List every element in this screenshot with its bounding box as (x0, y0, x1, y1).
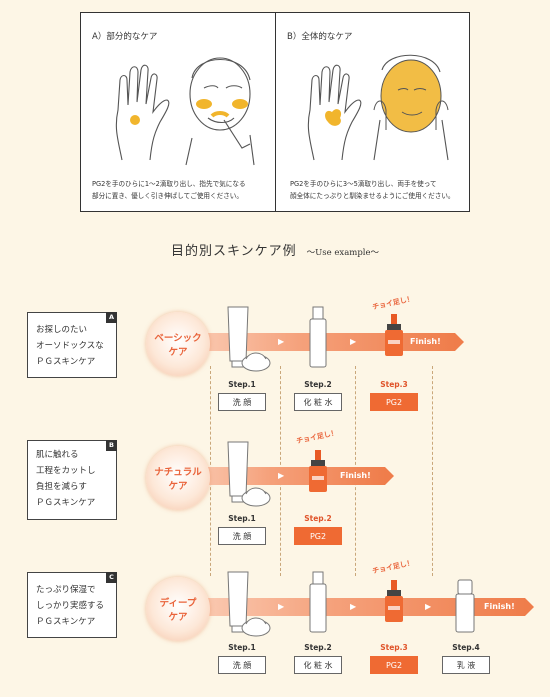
desc-line: 工程をカットし (36, 466, 96, 476)
panel-a-desc-line: PG2を手のひらに1〜2滴取り出し、指先で気になる (92, 180, 246, 188)
care-line: ケア (168, 347, 188, 358)
row-b-arrow-head (385, 467, 394, 485)
panel-b-desc-line: PG2を手のひらに3〜5滴取り出し、両手を使って (290, 180, 437, 188)
cleanser-product-icon (227, 306, 271, 372)
row-b-label-1: 洗 顔 (218, 527, 266, 545)
desc-line: 肌に触れる (36, 450, 79, 460)
row-b-label-2: PG2 (294, 527, 342, 545)
row-a-badge: A (106, 312, 117, 323)
row-c-step-2: Step.2 (304, 643, 332, 652)
row-b-choi-tag: チョイ足し！ (295, 428, 339, 446)
row-c-flow-bar (175, 598, 525, 616)
desc-line: ＰＧスキンケア (36, 357, 96, 367)
desc-line: しっかり実感する (36, 601, 105, 611)
desc-line: お探しのたい (36, 325, 88, 335)
row-c-arrow-head (525, 598, 534, 616)
row-b-care-circle (146, 446, 210, 510)
row-c-choi-tag: チョイ足し！ (371, 558, 415, 576)
chevron-icon: ▶ (278, 471, 285, 480)
row-c-label-3: PG2 (370, 656, 418, 674)
row-b-badge: B (106, 440, 117, 451)
row-c-label-4: 乳 液 (442, 656, 490, 674)
row-a-step-1: Step.1 (228, 380, 256, 389)
cleanser-product-icon (227, 441, 271, 507)
chevron-icon: ▶ (278, 337, 285, 346)
pg2-serum-icon (385, 580, 403, 622)
milk-lotion-bottle-icon (455, 579, 475, 633)
care-line: ナチュラル (154, 467, 202, 478)
care-line: ケア (168, 481, 188, 492)
row-a-arrow-head (455, 333, 464, 351)
lotion-bottle-icon (309, 571, 327, 633)
partial-care-illustration (115, 57, 255, 166)
use-example-heading: 目的別スキンケア例〜Use example〜 (0, 240, 550, 259)
row-b-flow-bar (175, 467, 385, 485)
panel-divider (275, 12, 276, 212)
row-a-finish: Finish! (410, 337, 441, 346)
care-line: ベーシック (154, 333, 202, 344)
row-b-description: 肌に触れる 工程をカットし 負担を減らす ＰＧスキンケア (27, 440, 117, 520)
desc-line: ＰＧスキンケア (36, 498, 96, 508)
row-a-label-1: 洗 顔 (218, 393, 266, 411)
row-c-label-2: 化 粧 水 (294, 656, 342, 674)
desc-line: オーソドックスな (36, 341, 104, 351)
heading-main: 目的別スキンケア例 (170, 244, 297, 259)
panel-a-title: A）部分的なケア (92, 32, 158, 42)
chevron-icon: ▶ (350, 602, 357, 611)
row-a-choi-tag: チョイ足し！ (371, 294, 415, 312)
row-c-step-3: Step.3 (380, 643, 408, 652)
panel-b-title: B）全体的なケア (287, 32, 353, 42)
row-a-care-label: ベーシック ケア (146, 332, 210, 360)
row-c-step-4: Step.4 (452, 643, 480, 652)
panel-b-description: PG2を手のひらに3〜5滴取り出し、両手を使って 顔全体にたっぷりと馴染ませるよ… (290, 178, 460, 202)
pg2-serum-icon (385, 314, 403, 356)
cleanser-product-icon (227, 571, 271, 637)
panel-b-desc-line: 顔全体にたっぷりと馴染ませるようにご使用ください。 (290, 192, 455, 200)
row-a-care-circle (146, 312, 210, 376)
dashed-guide (432, 366, 433, 576)
row-b-step-1: Step.1 (228, 514, 256, 523)
desc-line: ＰＧスキンケア (36, 617, 96, 627)
chevron-icon: ▶ (278, 602, 285, 611)
row-a-label-3: PG2 (370, 393, 418, 411)
chevron-icon: ▶ (350, 337, 357, 346)
row-c-care-circle (146, 577, 210, 641)
panel-a-description: PG2を手のひらに1〜2滴取り出し、指先で気になる 部分に置き、優しく引き伸ばし… (92, 178, 262, 202)
full-care-illustration (307, 54, 449, 161)
desc-line: たっぷり保湿で (36, 585, 96, 595)
row-a-description: お探しのたい オーソドックスな ＰＧスキンケア (27, 312, 117, 378)
row-b-care-label: ナチュラル ケア (146, 466, 210, 494)
pg2-serum-icon (309, 450, 327, 492)
heading-sub: 〜Use example〜 (306, 248, 380, 258)
row-c-care-label: ディープ ケア (146, 597, 210, 625)
panel-a-desc-line: 部分に置き、優しく引き伸ばしてご使用ください。 (92, 192, 243, 200)
row-c-step-1: Step.1 (228, 643, 256, 652)
row-b-step-2: Step.2 (304, 514, 332, 523)
desc-line: 負担を減らす (36, 482, 87, 492)
row-c-label-1: 洗 顔 (218, 656, 266, 674)
chevron-icon: ▶ (425, 602, 432, 611)
row-c-finish: Finish! (484, 602, 515, 611)
row-c-badge: C (106, 572, 117, 583)
row-a-step-3: Step.3 (380, 380, 408, 389)
row-a-step-2: Step.2 (304, 380, 332, 389)
care-line: ケア (168, 612, 188, 623)
row-b-finish: Finish! (340, 471, 371, 480)
lotion-bottle-icon (309, 306, 327, 368)
row-c-description: たっぷり保湿で しっかり実感する ＰＧスキンケア (27, 572, 117, 638)
care-line: ディープ (159, 598, 197, 609)
row-a-label-2: 化 粧 水 (294, 393, 342, 411)
